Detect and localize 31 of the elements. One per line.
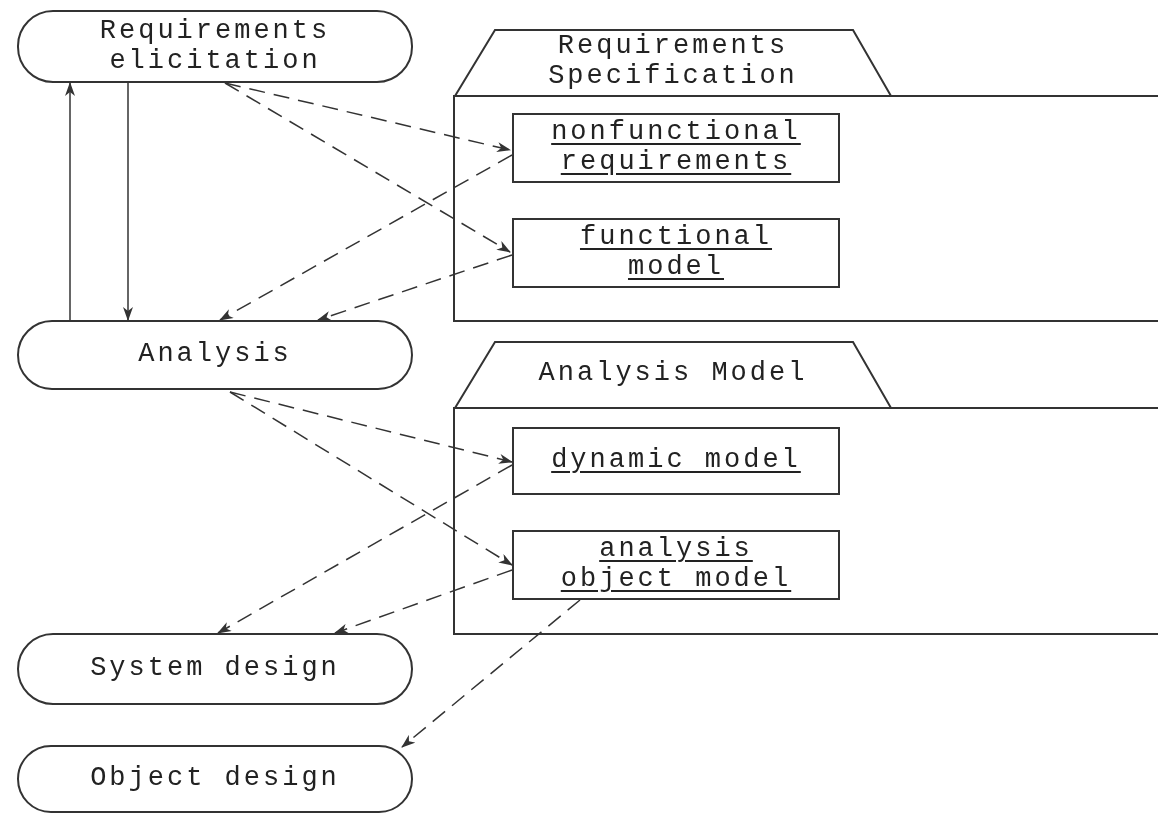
arrow (217, 464, 513, 634)
arrow (65, 82, 75, 321)
activity-box (17, 745, 413, 813)
arrow (317, 254, 513, 321)
arrow (224, 82, 511, 253)
activity-box (17, 320, 413, 390)
node-label: Object design (90, 764, 340, 794)
arrow (219, 154, 513, 321)
node-label: Analysis (138, 340, 292, 370)
object-box (512, 530, 840, 600)
package (453, 340, 1158, 635)
arrow (224, 82, 511, 152)
object-box (512, 427, 840, 495)
object-box (512, 113, 840, 183)
node-label: dynamic model (551, 446, 801, 476)
arrow (334, 569, 513, 634)
node-label: analysis object model (559, 535, 793, 595)
object-box (512, 218, 840, 288)
arrow (401, 599, 581, 748)
package-title: Analysis Model (538, 358, 808, 389)
package (453, 28, 1158, 322)
node-label: nonfunctional requirements (550, 118, 802, 178)
arrow (229, 391, 513, 464)
node-label: Requirements elicitation (98, 16, 332, 77)
activity-box (17, 10, 413, 83)
arrow (229, 391, 513, 566)
node-label: System design (90, 654, 340, 684)
arrow (123, 82, 133, 321)
activity-box (17, 633, 413, 705)
package-title: Requirements Specification (547, 31, 799, 92)
node-label: functional model (579, 223, 773, 283)
